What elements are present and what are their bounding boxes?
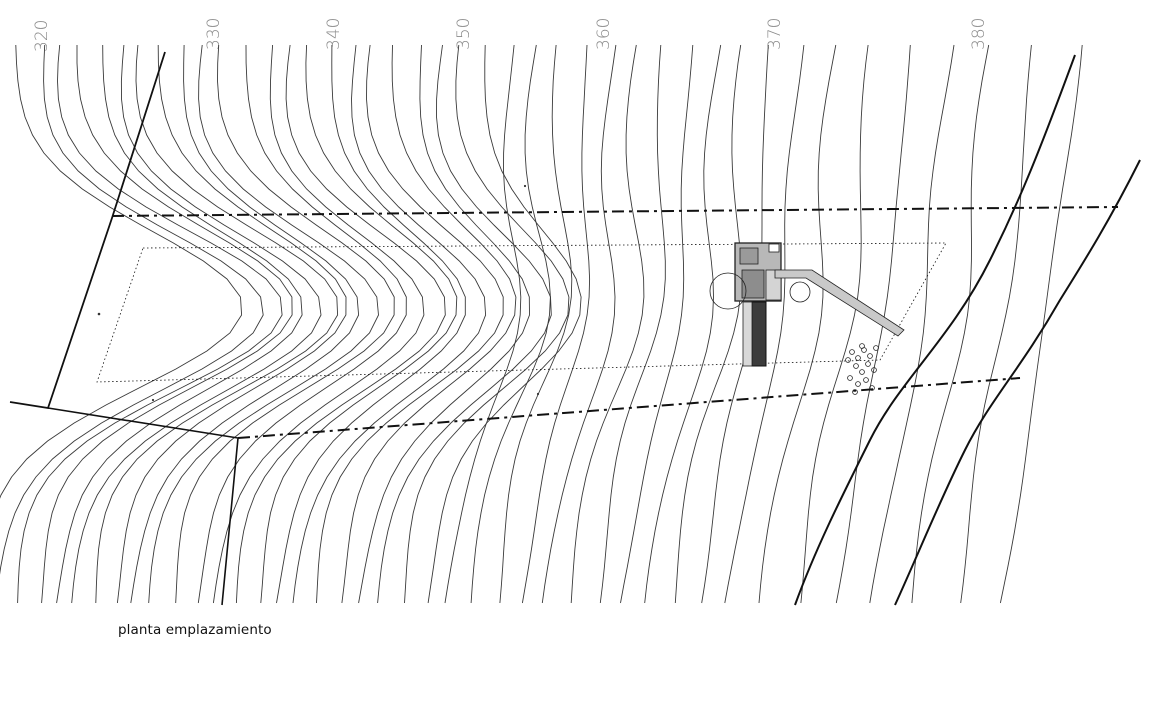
contour-line	[427, 44, 582, 604]
tree-mark	[873, 345, 879, 351]
property-boundary	[9, 51, 1119, 606]
tree-mark	[855, 355, 861, 361]
elevation-label-370: 370	[765, 18, 785, 50]
tree-mark	[847, 375, 853, 381]
survey-point	[523, 184, 527, 188]
contour-line	[56, 44, 303, 604]
road-edges	[794, 54, 1141, 606]
contour-lines	[0, 44, 1083, 604]
contour-line	[175, 44, 395, 604]
tree-mark	[849, 349, 855, 355]
survey-point	[536, 392, 540, 396]
entry-block	[768, 243, 780, 253]
contour-line	[758, 44, 837, 604]
boundary-dashed-north	[111, 206, 1119, 217]
elevation-label-320: 320	[32, 20, 52, 52]
house-footprint	[709, 242, 905, 367]
contour-line	[644, 44, 722, 604]
setback-line-dotted	[96, 242, 947, 383]
tree-east	[789, 281, 811, 303]
contour-line	[41, 45, 293, 604]
elevation-label-340: 340	[324, 18, 344, 50]
tree-mark	[863, 377, 869, 383]
contour-line	[130, 44, 360, 604]
house-wing-dark	[751, 301, 767, 367]
contour-line	[835, 44, 911, 604]
tree-mark	[867, 353, 873, 359]
contour-line	[444, 44, 522, 604]
tree-mark	[852, 389, 858, 395]
contour-line	[724, 44, 805, 604]
contour-line	[197, 44, 407, 604]
tree-mark	[859, 343, 865, 349]
contour-line	[235, 44, 446, 604]
boundary-dashed-south	[237, 377, 1021, 439]
house-core	[741, 269, 765, 299]
contour-line	[316, 44, 504, 604]
contour-line	[499, 44, 573, 604]
contour-line	[800, 44, 869, 604]
elevation-label-330: 330	[204, 18, 224, 50]
contour-line	[404, 44, 570, 604]
house-upper-room	[739, 247, 759, 265]
tree-cluster	[845, 343, 879, 395]
tree-mark	[871, 367, 877, 373]
contour-line	[521, 44, 591, 604]
contour-line	[276, 44, 466, 604]
contour-line	[71, 44, 322, 604]
survey-points	[97, 184, 540, 402]
access-ramp	[774, 269, 905, 337]
tree-mark	[865, 361, 871, 367]
house-wing-light	[742, 301, 753, 367]
elevation-label-380: 380	[969, 18, 989, 50]
contour-line	[292, 44, 487, 604]
contour-line	[674, 44, 742, 604]
tree-mark	[855, 381, 861, 387]
tree-mark	[853, 363, 859, 369]
boundary-solid-west	[9, 51, 166, 410]
contour-line	[999, 44, 1083, 604]
contour-line	[148, 44, 379, 604]
contour-line	[960, 44, 1032, 604]
tree-mark	[845, 357, 851, 363]
drawing-caption: planta emplazamiento	[118, 622, 272, 638]
contour-line	[358, 44, 530, 604]
contour-line	[541, 44, 617, 604]
road-edge-right	[894, 159, 1141, 606]
road-edge-left	[794, 54, 1076, 606]
contour-line	[0, 44, 264, 575]
survey-point	[151, 398, 155, 402]
contour-line	[869, 44, 955, 604]
boundary-solid-south	[47, 407, 239, 606]
tree-mark	[859, 369, 865, 375]
contour-line	[17, 44, 283, 604]
contour-line	[599, 44, 666, 604]
contour-line	[570, 44, 645, 604]
tree-west	[709, 272, 747, 310]
tree-mark	[869, 385, 875, 391]
elevation-label-360: 360	[594, 18, 614, 50]
contour-line	[0, 44, 243, 499]
contour-line	[116, 44, 347, 604]
elevation-labels: 320 330 340 350 360 370 380	[32, 18, 989, 52]
contour-line	[95, 44, 339, 604]
contour-line	[911, 44, 990, 604]
elevation-label-350: 350	[454, 18, 474, 50]
contour-line	[260, 44, 458, 604]
survey-point	[97, 312, 101, 316]
contour-line	[620, 44, 694, 604]
contour-line	[341, 44, 517, 604]
contour-line	[470, 44, 551, 604]
contour-line	[212, 44, 425, 604]
